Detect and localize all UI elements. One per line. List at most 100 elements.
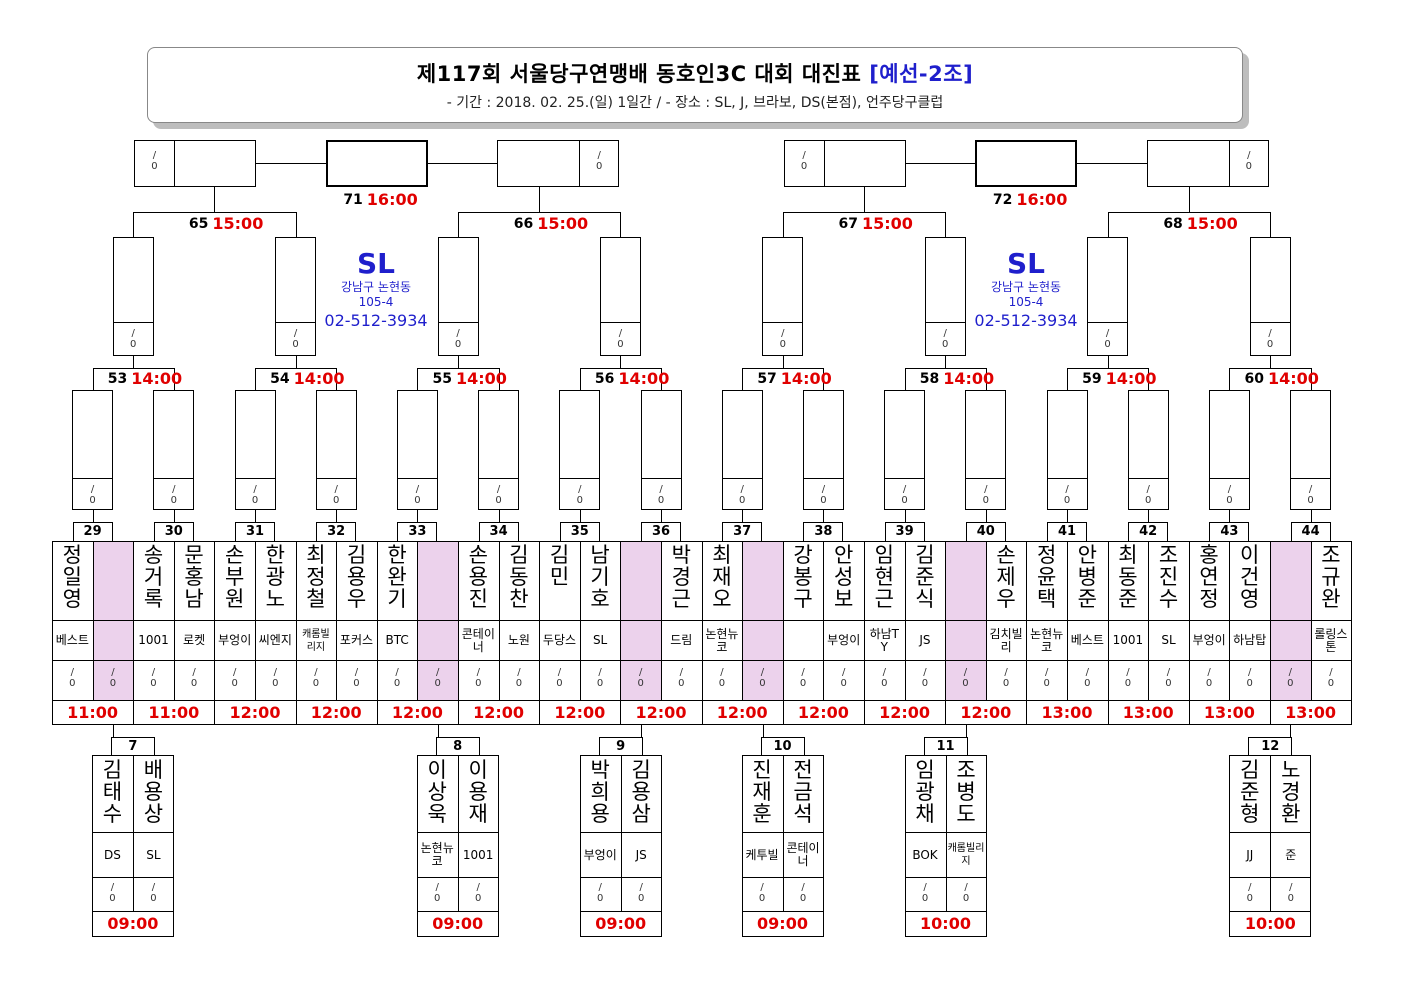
connector-line	[1077, 163, 1147, 164]
match-number: 7	[110, 737, 155, 755]
player-name[interactable]: 김민	[549, 543, 570, 589]
player-name[interactable]: 김동찬	[509, 543, 529, 611]
score-top: /	[110, 882, 115, 893]
player-name[interactable]: 안성보	[834, 543, 854, 611]
score-bottom: 0	[151, 161, 158, 172]
player-name[interactable]: 이상욱	[427, 758, 447, 826]
player-name[interactable]: 남기호	[590, 543, 610, 611]
match-number: 39	[884, 522, 925, 541]
player-name[interactable]: 김준형	[1240, 758, 1260, 826]
player-name[interactable]: 이용재	[468, 758, 488, 826]
connector-line	[91, 911, 174, 912]
player-name[interactable]: 김용삼	[631, 758, 651, 826]
venue-phone: 02-512-3934	[974, 311, 1078, 330]
player-name[interactable]: 진재훈	[752, 758, 772, 826]
score-bottom: 0	[901, 495, 908, 506]
connector-line	[580, 510, 581, 522]
player-name[interactable]: 홍연정	[1199, 543, 1219, 611]
player-name[interactable]: 손제우	[996, 543, 1016, 611]
match-number: 10	[760, 737, 805, 755]
score-bottom: 0	[800, 161, 808, 172]
score-fraction: /0	[1026, 667, 1067, 689]
player-name[interactable]: 최동준	[1118, 543, 1138, 611]
connector-line	[133, 212, 296, 213]
connector-line	[802, 478, 844, 479]
score-top: /	[598, 667, 602, 678]
match-time: 14:00	[456, 369, 507, 388]
club-name: 포커스	[339, 633, 374, 647]
player-name[interactable]: 강봉구	[793, 543, 813, 611]
player-name[interactable]	[1270, 544, 1311, 620]
connector-line	[1148, 541, 1149, 700]
score-bottom: 0	[515, 678, 523, 689]
player-name[interactable]: 배용상	[143, 758, 164, 826]
player-name[interactable]: 노경환	[1281, 758, 1301, 826]
score-bottom: 0	[597, 893, 604, 904]
player-name[interactable]	[742, 544, 783, 620]
score-top: /	[923, 667, 927, 678]
player-name[interactable]: 박경근	[671, 543, 691, 611]
match-number: 59	[1082, 371, 1102, 387]
player-name[interactable]: 조진수	[1158, 543, 1179, 611]
player-name[interactable]: 한광노	[265, 543, 285, 611]
score-box	[884, 390, 926, 510]
venue-address: 강남구 논현동	[340, 280, 412, 294]
player-name[interactable]: 한완기	[387, 543, 407, 611]
player-name[interactable]: 송거록	[143, 543, 164, 611]
player-name[interactable]: 문홍남	[184, 543, 204, 611]
score-fraction: /0	[1229, 667, 1270, 689]
match-number: 37	[722, 522, 763, 541]
connector-line	[174, 140, 176, 187]
match-number: 53	[107, 371, 128, 387]
club-name	[785, 622, 822, 659]
player-name[interactable]: 김준식	[915, 543, 935, 611]
player-name[interactable]: 정윤택	[1037, 543, 1057, 611]
score-top: /	[152, 150, 157, 161]
connector-line	[458, 541, 459, 725]
player-name[interactable]: 최정철	[306, 543, 326, 611]
player-name[interactable]: 임광채	[915, 758, 935, 826]
connector-line	[93, 510, 94, 522]
connector-line	[783, 356, 784, 368]
score-fraction: /0	[905, 882, 946, 904]
score-box	[153, 390, 195, 510]
player-name[interactable]	[93, 544, 134, 620]
player-name[interactable]: 정일영	[62, 543, 82, 611]
page-title: 제117회 서울당구연맹배 동호인3C 대회 대진표 [예선-2조]	[148, 58, 1242, 88]
connector-line	[275, 322, 317, 323]
connector-line	[641, 725, 642, 737]
club-name: 논현뉴코	[705, 626, 739, 654]
player-name[interactable]: 조규완	[1321, 543, 1341, 611]
connector-line	[1229, 368, 1311, 369]
score-box	[1127, 390, 1169, 510]
player-name[interactable]: 최재오	[712, 543, 732, 611]
match-time: 12:00	[716, 703, 768, 722]
player-name[interactable]: 조병도	[956, 758, 976, 826]
player-name[interactable]	[417, 544, 458, 620]
score-top: /	[354, 667, 359, 678]
player-name[interactable]: 박희용	[590, 758, 610, 826]
score-fraction: /0	[417, 882, 458, 904]
match-number: 36	[641, 522, 681, 541]
player-name[interactable]: 전금석	[793, 758, 813, 826]
player-name[interactable]: 임현근	[874, 543, 894, 611]
player-name[interactable]: 김태수	[102, 758, 123, 826]
connector-line	[924, 322, 966, 323]
connector-line	[133, 755, 134, 911]
player-name[interactable]: 이건영	[1240, 543, 1260, 611]
player-name[interactable]: 손부원	[225, 543, 245, 611]
player-name[interactable]	[945, 544, 986, 620]
score-box	[497, 140, 620, 187]
score-bottom: 0	[1307, 495, 1314, 506]
player-name[interactable]: 손용진	[468, 543, 488, 611]
player-name[interactable]: 김용우	[346, 543, 367, 611]
score-fraction: /0	[92, 882, 133, 904]
match-number: 54	[270, 371, 290, 387]
connector-line	[661, 541, 662, 700]
score-bottom: 0	[414, 495, 421, 506]
match-number: 8	[435, 737, 480, 755]
score-box	[275, 237, 317, 356]
player-name[interactable]	[620, 544, 661, 620]
player-name[interactable]: 안병준	[1077, 543, 1097, 611]
